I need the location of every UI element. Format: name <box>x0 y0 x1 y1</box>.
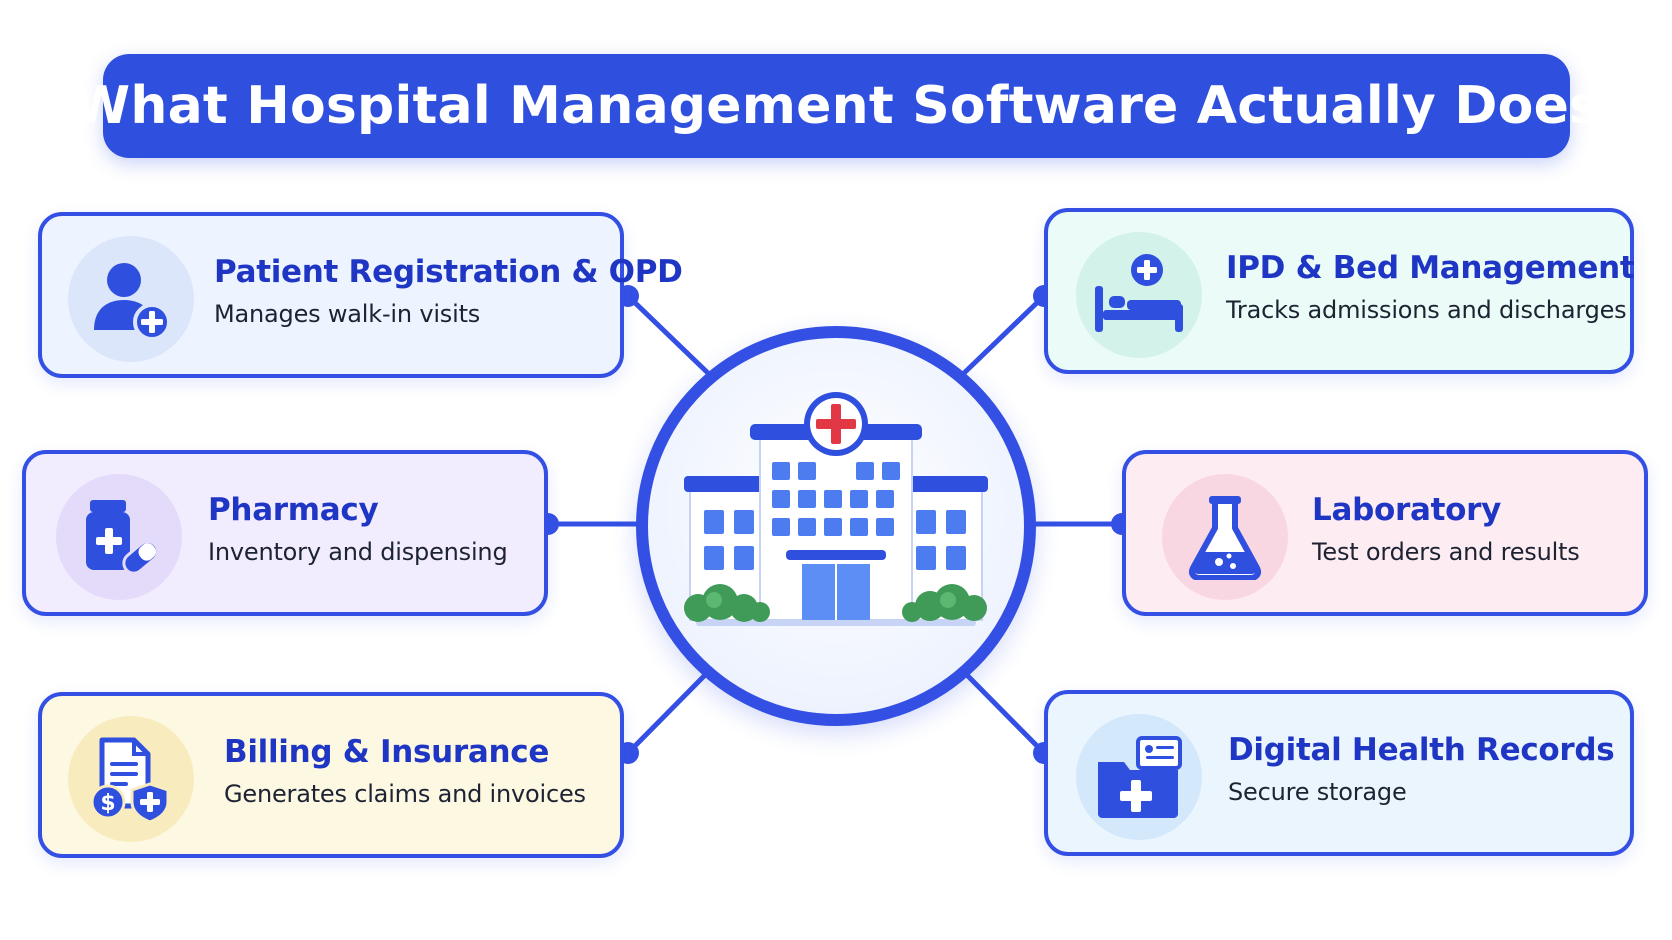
pharmacy-icon-circle <box>56 474 182 600</box>
module-card-laboratory: Laboratory Test orders and results <box>1122 450 1648 616</box>
svg-text:$: $ <box>100 791 115 816</box>
patient-add-icon <box>94 263 171 341</box>
card-description: Secure storage <box>1228 778 1407 806</box>
card-title: Billing & Insurance <box>224 734 550 770</box>
card-description: Manages walk-in visits <box>214 300 481 328</box>
records-icon-circle <box>1076 714 1202 840</box>
card-title: Laboratory <box>1312 492 1501 528</box>
hub-circle <box>636 326 1036 726</box>
connector-ipd <box>959 293 1047 378</box>
ipd-icon-circle <box>1076 232 1202 358</box>
hospital-bed-icon <box>1095 254 1183 332</box>
module-card-digital-health-records: Digital Health Records Secure storage <box>1044 690 1634 856</box>
flask-icon <box>1189 496 1261 580</box>
card-title: Digital Health Records <box>1228 732 1615 768</box>
invoice-shield-icon: $ <box>90 737 170 822</box>
card-description: Tracks admissions and discharges <box>1226 296 1627 324</box>
hospital-building-icon <box>684 392 988 626</box>
lab-icon-circle <box>1162 474 1288 600</box>
card-description: Generates claims and invoices <box>224 780 586 808</box>
page-title: What Hospital Management Software Actual… <box>72 76 1601 136</box>
medical-folder-icon <box>1098 736 1182 818</box>
module-card-ipd-bed-management: IPD & Bed Management Tracks admissions a… <box>1044 208 1635 374</box>
connector-billing <box>625 667 713 756</box>
module-card-pharmacy: Pharmacy Inventory and dispensing <box>22 450 548 616</box>
card-title: Pharmacy <box>208 492 379 528</box>
module-card-billing-insurance: $ Billing & Insurance Generates claims a… <box>38 692 624 858</box>
card-title: Patient Registration & OPD <box>214 254 683 290</box>
card-description: Test orders and results <box>1312 538 1580 566</box>
connector-patient <box>625 293 713 378</box>
module-card-patient-registration: Patient Registration & OPD Manages walk-… <box>38 212 683 378</box>
card-description: Inventory and dispensing <box>208 538 508 566</box>
title-banner: What Hospital Management Software Actual… <box>73 54 1600 158</box>
connector-records <box>959 667 1047 756</box>
billing-icon-circle: $ <box>68 716 194 842</box>
card-title: IPD & Bed Management <box>1226 250 1635 286</box>
patient-icon-circle <box>68 236 194 362</box>
medicine-bottle-pill-icon <box>86 500 160 575</box>
